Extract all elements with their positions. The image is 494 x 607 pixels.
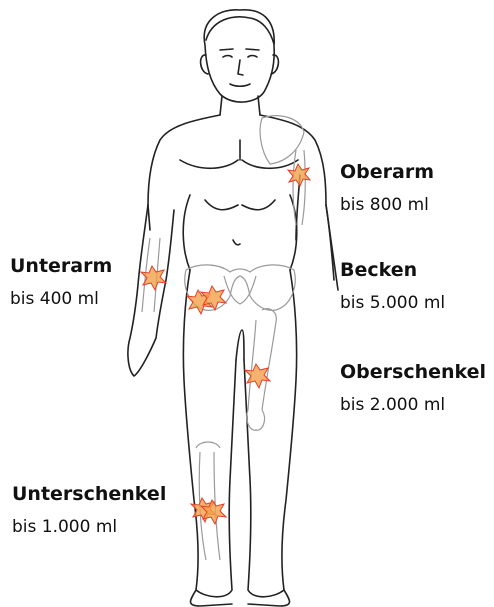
scapula-bone	[260, 116, 304, 164]
skeleton-overlay	[142, 116, 305, 560]
label-unterschenkel-title: Unterschenkel	[12, 482, 166, 506]
femur-bone	[248, 309, 276, 410]
label-oberarm-title: Oberarm	[340, 160, 434, 184]
fracture-markers	[141, 164, 310, 524]
label-oberarm: Oberarm bis 800 ml	[340, 160, 434, 216]
label-becken-value: bis 5.000 ml	[340, 292, 445, 314]
fracture-marker-oberarm	[288, 164, 310, 186]
label-becken-title: Becken	[340, 258, 445, 282]
label-oberschenkel: Oberschenkel bis 2.000 ml	[340, 360, 486, 416]
torso-left	[148, 115, 220, 205]
label-unterschenkel-value: bis 1.000 ml	[12, 516, 166, 538]
label-unterarm-title: Unterarm	[10, 254, 112, 278]
label-oberarm-value: bis 800 ml	[340, 194, 434, 216]
label-unterarm-value: bis 400 ml	[10, 288, 112, 310]
head	[204, 10, 274, 102]
label-unterarm: Unterarm bis 400 ml	[10, 254, 112, 310]
hair	[206, 17, 274, 44]
label-oberschenkel-value: bis 2.000 ml	[340, 394, 486, 416]
label-becken: Becken bis 5.000 ml	[340, 258, 445, 314]
label-unterschenkel: Unterschenkel bis 1.000 ml	[12, 482, 166, 538]
label-oberschenkel-title: Oberschenkel	[340, 360, 486, 384]
